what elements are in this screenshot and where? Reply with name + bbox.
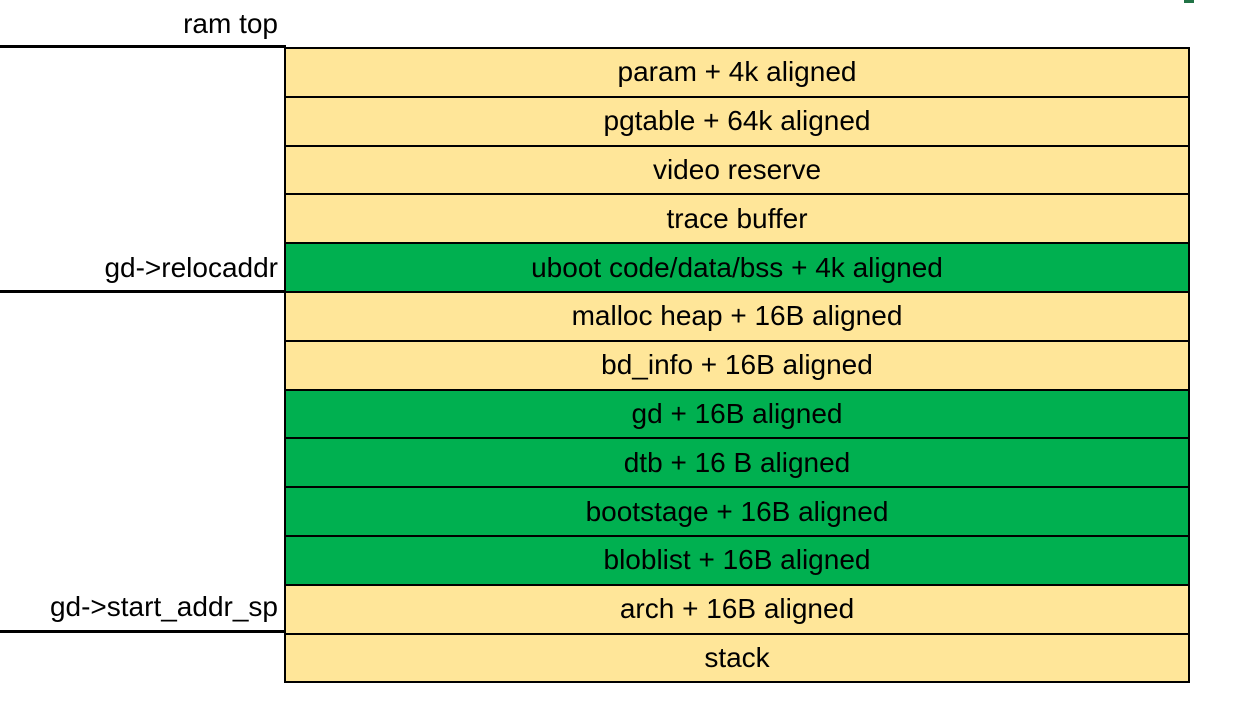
marker-relocaddr-line <box>0 290 286 293</box>
region-malloc-heap: malloc heap + 16B aligned <box>286 292 1188 342</box>
region-trace-buffer: trace buffer <box>286 195 1188 245</box>
region-uboot-code: uboot code/data/bss + 4k aligned <box>286 244 1188 293</box>
memory-layout-stack: param + 4k aligned pgtable + 64k aligned… <box>284 47 1190 684</box>
region-arch: arch + 16B aligned <box>286 585 1188 635</box>
region-gd: gd + 16B aligned <box>286 390 1188 440</box>
corner-mark <box>1184 0 1194 3</box>
marker-ram-top-label: ram top <box>183 8 278 39</box>
marker-start-addr-sp-label: gd->start_addr_sp <box>49 591 278 622</box>
region-param: param + 4k aligned <box>286 49 1188 98</box>
marker-start-addr-sp-line <box>0 630 286 633</box>
region-video-reserve: video reserve <box>286 146 1188 196</box>
marker-ram-top-line <box>0 45 286 48</box>
region-bloblist: bloblist + 16B aligned <box>286 536 1188 586</box>
region-bd-info: bd_info + 16B aligned <box>286 341 1188 391</box>
marker-relocaddr-label: gd->relocaddr <box>104 252 278 283</box>
region-pgtable: pgtable + 64k aligned <box>286 97 1188 147</box>
region-stack: stack <box>286 634 1188 684</box>
region-bootstage: bootstage + 16B aligned <box>286 488 1188 537</box>
region-dtb: dtb + 16 B aligned <box>286 439 1188 489</box>
